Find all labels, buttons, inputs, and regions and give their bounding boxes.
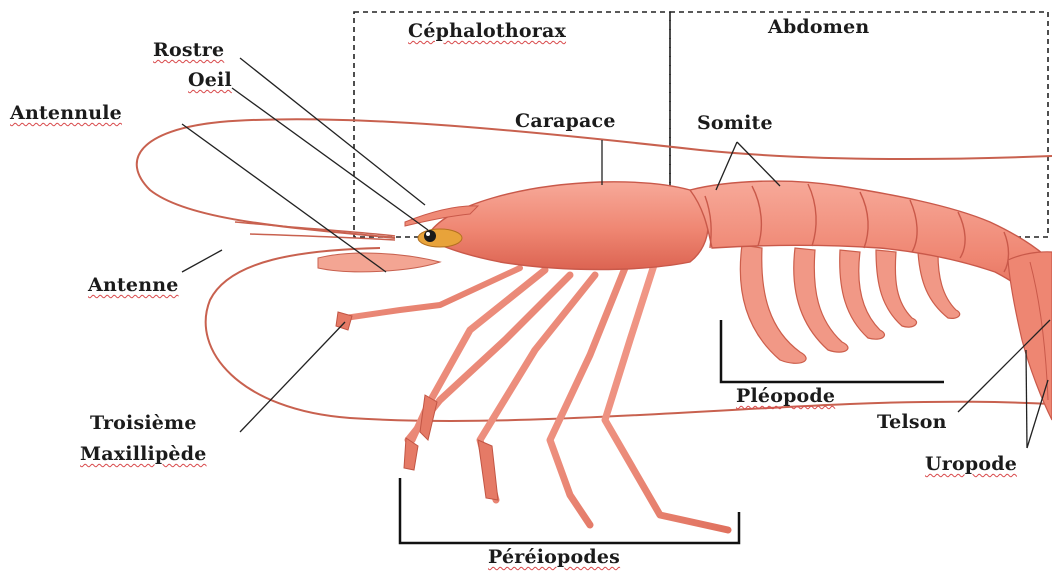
- tail-fan: [1008, 252, 1052, 420]
- scaphocerite: [318, 253, 440, 272]
- pleopode-label: Pléopode: [736, 387, 835, 406]
- carapace-shape: [430, 182, 708, 270]
- uropode-label: Uropode: [925, 455, 1017, 474]
- oeil-label: Oeil: [188, 71, 232, 90]
- somite-label: Somite: [697, 114, 773, 133]
- leader-antennule: [182, 124, 386, 272]
- carapace-label: Carapace: [515, 112, 616, 131]
- leader-rostre: [240, 58, 425, 205]
- cephalothorax-label: Céphalothorax: [408, 22, 566, 41]
- pereiopod-claws: [336, 312, 498, 500]
- leader-oeil: [232, 88, 428, 230]
- leader-uropode-1: [1026, 350, 1027, 448]
- pereiopods: [345, 262, 728, 530]
- maxillipede-label: Maxillipède: [80, 445, 207, 464]
- troisieme-label: Troisième: [90, 414, 197, 433]
- leader-somite-2: [737, 142, 780, 186]
- leader-antenne: [182, 250, 222, 272]
- leader-uropode-2: [1027, 380, 1048, 448]
- pereiopodes-label: Péréiopodes: [488, 548, 620, 567]
- abdomen-label: Abdomen: [768, 18, 869, 37]
- antenne-label: Antenne: [88, 276, 179, 295]
- rostre-label: Rostre: [153, 41, 224, 60]
- eye: [424, 230, 436, 242]
- telson-label: Telson: [877, 413, 947, 432]
- pleopods: [740, 245, 959, 363]
- antennule-label: Antennule: [10, 104, 122, 123]
